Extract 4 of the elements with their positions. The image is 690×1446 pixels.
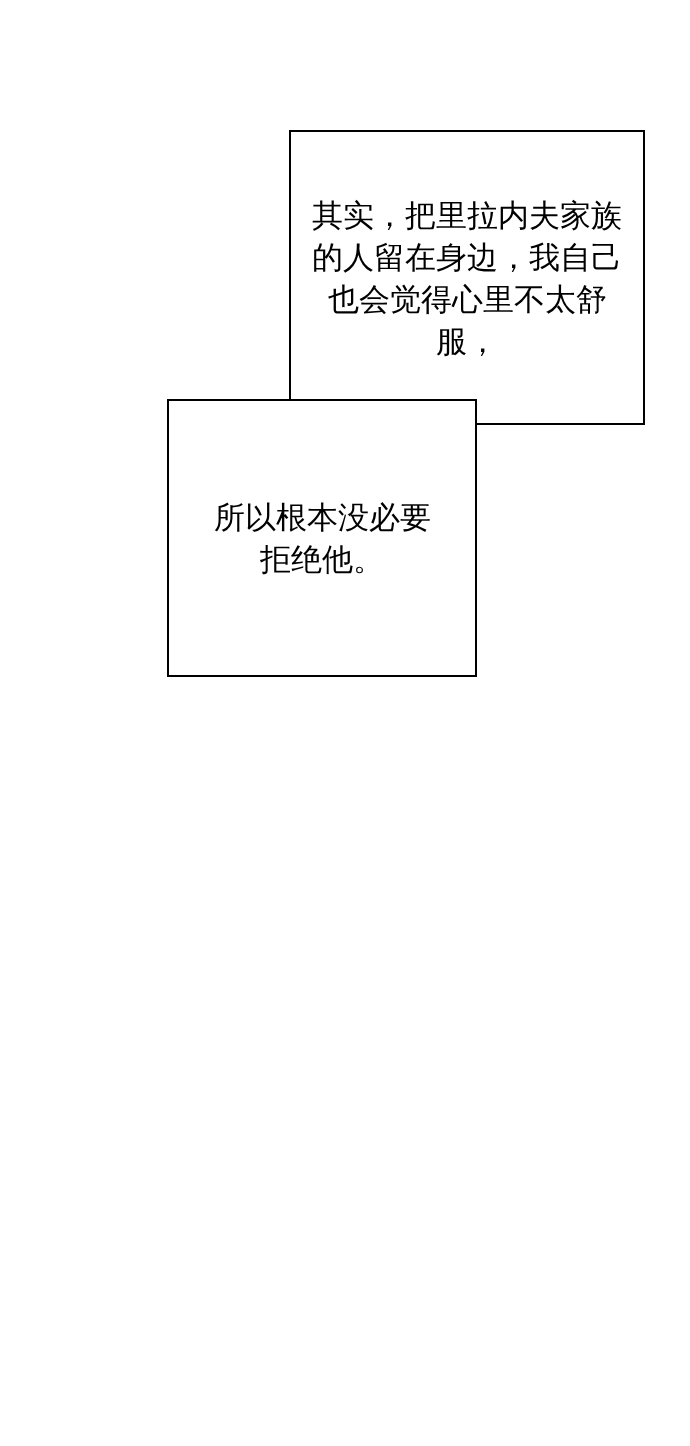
caption-box <box>289 130 645 425</box>
caption-text: 其实，把里拉内夫家族的人留在身边，我自己也会觉得心里不太舒服， <box>311 195 623 361</box>
caption-box <box>167 399 477 677</box>
caption-text: 所以根本没必要拒绝他。 <box>212 498 432 579</box>
